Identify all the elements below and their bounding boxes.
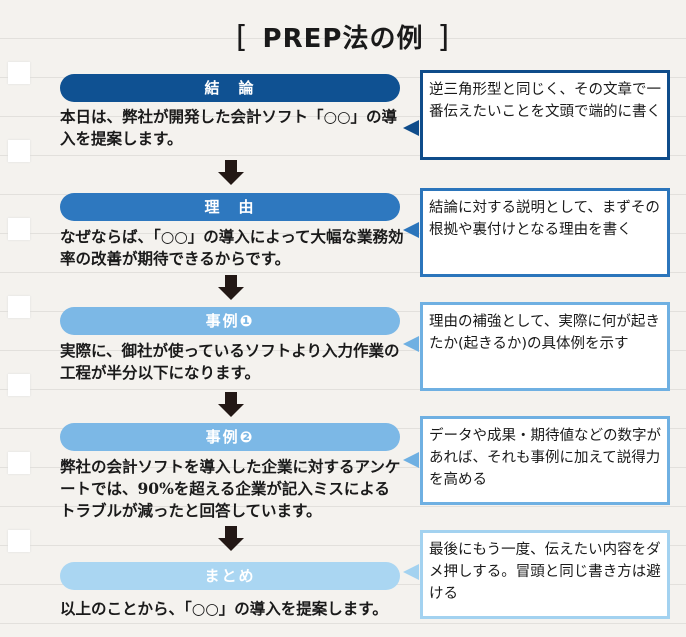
down-arrow-icon xyxy=(218,526,244,551)
callout-example-2: データや成果・期待値などの数字があれば、それも事例に加えて説得力を高める xyxy=(420,416,670,505)
step-label-example-1: 事例❶ xyxy=(60,307,400,335)
down-arrow-icon xyxy=(218,160,244,185)
binder-hole xyxy=(8,374,30,396)
callout-pointer xyxy=(403,452,419,468)
step-label-reason: 理 由 xyxy=(60,193,400,221)
callout-conclusion: 逆三角形型と同じく、その文章で一番伝えたいことを文頭で端的に書く xyxy=(420,70,670,160)
title-text: PREP法の例 xyxy=(262,24,424,54)
step-body-example-1: 実際に、御社が使っているソフトより入力作業の工程が半分以下になります。 xyxy=(60,341,400,382)
step-body-example-2: 弊社の会計ソフトを導入した企業に対するアンケートでは、90%を超える企業が記入ミ… xyxy=(60,457,401,520)
callout-pointer xyxy=(403,120,419,136)
binder-hole xyxy=(8,218,30,240)
binder-hole xyxy=(8,452,30,474)
binder-hole xyxy=(8,62,30,84)
callout-example-1: 理由の補強として、実際に何が起きたか(起きるか)の具体例を示す xyxy=(420,302,670,391)
step-label-conclusion: 結 論 xyxy=(60,74,400,102)
diagram-title: [ PREP法の例] xyxy=(0,18,686,55)
step-label-example-2: 事例❷ xyxy=(60,423,400,451)
step-body-reason: なぜならば、「○○」の導入によって大幅な業務効率の改善が期待できるからです。 xyxy=(60,227,404,268)
down-arrow-icon xyxy=(218,275,244,300)
binder-hole xyxy=(8,296,30,318)
step-label-summary: まとめ xyxy=(60,562,400,590)
callout-reason: 結論に対する説明として、まずその根拠や裏付けとなる理由を書く xyxy=(420,188,670,277)
binder-hole xyxy=(8,530,30,552)
bracket-left: [ xyxy=(235,20,249,55)
callout-pointer xyxy=(403,336,419,352)
callout-pointer xyxy=(403,222,419,238)
step-body-conclusion: 本日は、弊社が開発した会計ソフト「○○」の導入を提案します。 xyxy=(60,107,398,148)
step-body-summary: 以上のことから、「○○」の導入を提案します。 xyxy=(60,599,388,618)
callout-summary: 最後にもう一度、伝えたい内容をダメ押しする。冒頭と同じ書き方は避ける xyxy=(420,530,670,619)
down-arrow-icon xyxy=(218,392,244,417)
bracket-right: ] xyxy=(437,20,451,55)
callout-pointer xyxy=(403,564,419,580)
binder-hole xyxy=(8,140,30,162)
